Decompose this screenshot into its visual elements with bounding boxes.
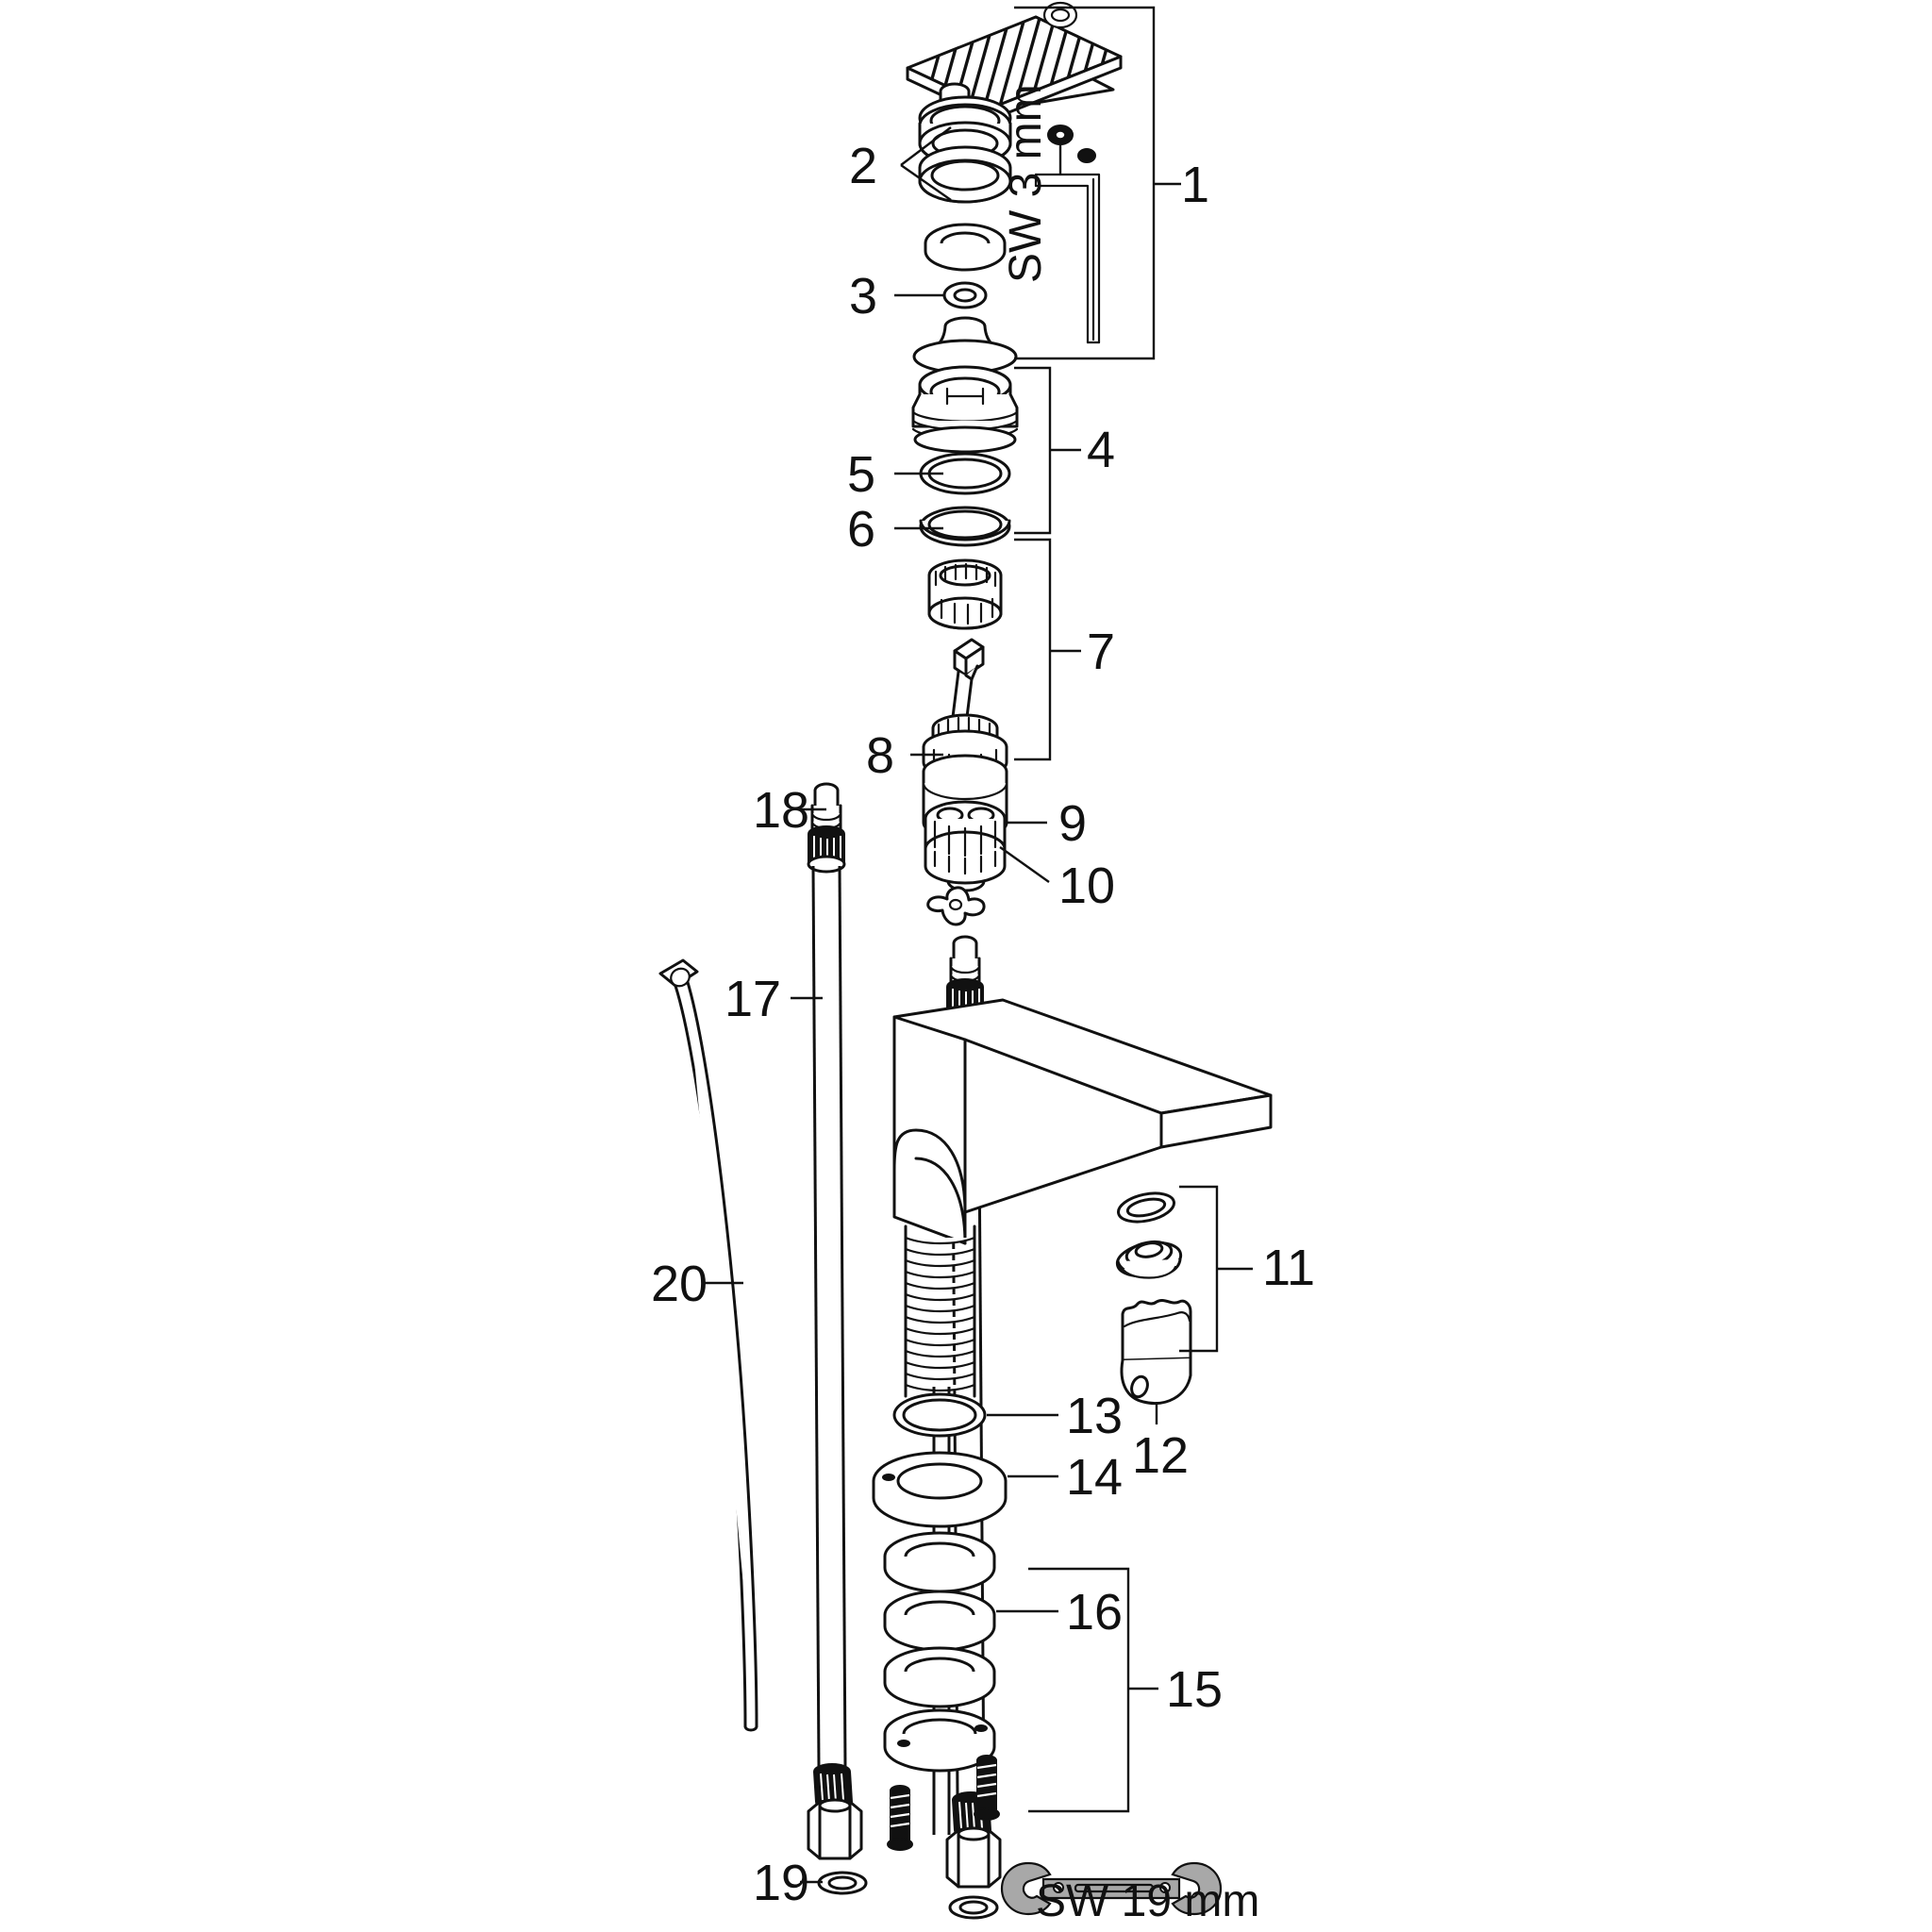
small-o-ring — [942, 281, 988, 309]
callout-1: 1 — [1181, 157, 1210, 213]
bracket-15 — [1028, 1567, 1158, 1813]
body-o-ring — [892, 1392, 987, 1438]
washer-3 — [883, 1646, 996, 1708]
callout-12: 12 — [1132, 1427, 1190, 1484]
handle-washer — [924, 223, 1007, 272]
callout-15: 15 — [1166, 1661, 1224, 1718]
wrench-label: SW 19 mm — [1036, 1876, 1260, 1926]
bracket-4 — [1014, 366, 1081, 535]
washer-stack — [883, 1531, 996, 1708]
callout-20: 20 — [651, 1256, 708, 1312]
washer-2 — [883, 1590, 996, 1652]
callout-11: 11 — [1262, 1240, 1316, 1296]
callout-4: 4 — [1087, 422, 1116, 478]
callout-5: 5 — [847, 446, 876, 503]
cartridge-splines — [937, 716, 991, 740]
aerator-housing — [1120, 1298, 1192, 1405]
open-end-wrench-tool — [1000, 1861, 1223, 1916]
flow-regulator-ribs — [933, 820, 997, 875]
retaining-clip — [926, 886, 986, 926]
bracket-11 — [1179, 1185, 1253, 1353]
callout-18: 18 — [753, 782, 810, 839]
callout-13: 13 — [1066, 1388, 1124, 1444]
allen-key-tool — [1034, 143, 1101, 344]
flow-regulator — [924, 800, 1007, 885]
flexible-hose-left — [807, 782, 863, 1860]
faucet-body — [892, 998, 1273, 1835]
fixing-set — [883, 1708, 1000, 1851]
cartridge-retainer — [927, 558, 1003, 630]
allen-key-label: SW 3 mm — [1001, 84, 1051, 283]
callout-19: 19 — [753, 1855, 810, 1911]
fixing-screw-right — [974, 1755, 1000, 1821]
callout-17: 17 — [724, 971, 782, 1027]
shank-threads — [904, 1236, 976, 1392]
callout-7: 7 — [1087, 624, 1116, 680]
bracket-1 — [1014, 6, 1181, 360]
callout-14: 14 — [1066, 1449, 1124, 1506]
fixing-screw-left — [887, 1785, 913, 1851]
aerator-insert — [1115, 1240, 1183, 1279]
callout-3: 3 — [849, 268, 878, 325]
retainer-splines — [934, 562, 997, 625]
callout-10: 10 — [1058, 858, 1116, 914]
base-gasket — [872, 1451, 1008, 1528]
leader-lines — [703, 126, 1158, 1884]
bracket-7 — [1014, 538, 1081, 761]
grub-screw — [1047, 125, 1096, 163]
threaded-cartridge-cap — [911, 365, 1019, 454]
callout-2: 2 — [849, 138, 878, 194]
aerator-assembly — [1115, 1191, 1192, 1405]
callout-6: 6 — [847, 501, 876, 558]
callout-8: 8 — [866, 727, 895, 784]
pull-rod — [658, 958, 758, 1732]
callout-16: 16 — [1066, 1584, 1124, 1641]
callout-9: 9 — [1058, 795, 1088, 852]
